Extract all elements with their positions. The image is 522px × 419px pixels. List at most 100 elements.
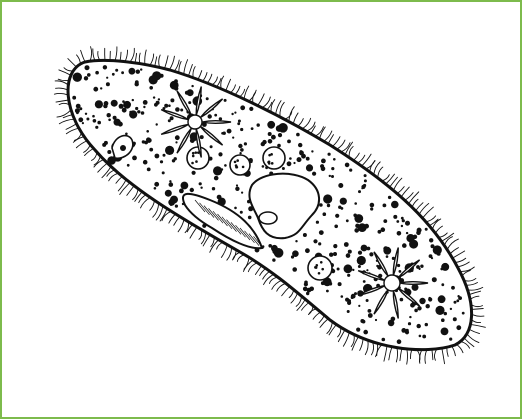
vacuole-particle — [268, 162, 271, 165]
granule — [320, 164, 324, 168]
granule — [255, 248, 260, 253]
granule — [401, 217, 404, 220]
granule — [303, 233, 307, 237]
granule — [119, 104, 124, 109]
granule — [174, 157, 177, 160]
granule — [354, 202, 357, 205]
granule — [200, 135, 204, 139]
granule — [175, 135, 180, 140]
granule — [241, 192, 243, 194]
granule — [192, 171, 196, 175]
granule — [361, 185, 365, 189]
vacuole-particle — [192, 152, 195, 155]
granule — [238, 120, 241, 123]
granule — [333, 252, 337, 256]
vacuole-particle — [234, 161, 237, 164]
cilium — [190, 227, 197, 238]
granule — [200, 187, 202, 189]
granule — [163, 154, 166, 157]
granule — [75, 73, 79, 77]
granule — [143, 100, 148, 105]
cilium — [127, 186, 134, 196]
granule — [458, 296, 462, 300]
granule — [349, 169, 352, 172]
granule — [358, 190, 361, 193]
cilium — [293, 113, 298, 124]
granule — [298, 143, 302, 147]
granule — [218, 198, 226, 206]
granule — [333, 158, 336, 161]
granule — [368, 309, 372, 313]
cilium — [378, 167, 383, 178]
granule — [323, 212, 327, 216]
granule — [393, 215, 397, 219]
granule — [287, 140, 291, 144]
granule — [97, 121, 101, 125]
granule — [306, 164, 313, 171]
granule — [268, 244, 272, 248]
cilium — [55, 81, 68, 85]
granule — [352, 269, 354, 271]
granule — [404, 288, 407, 291]
granule — [417, 306, 421, 310]
cilium — [442, 348, 445, 363]
cilium — [164, 56, 168, 69]
cilium — [313, 312, 321, 319]
cilium — [360, 338, 363, 350]
granule — [297, 157, 302, 162]
cilium — [435, 226, 442, 233]
granule — [368, 313, 373, 318]
granule — [234, 207, 237, 210]
vacuole-particle — [271, 162, 274, 165]
vacuole-center — [384, 275, 400, 291]
cilium — [227, 247, 232, 260]
granule — [143, 106, 145, 108]
granule — [219, 117, 222, 120]
granule — [218, 152, 222, 156]
cilium — [400, 348, 402, 360]
cilium — [135, 192, 142, 202]
granule — [169, 182, 174, 187]
granule — [154, 182, 159, 187]
granule — [93, 87, 98, 92]
cilium — [384, 346, 387, 362]
granule — [401, 225, 403, 227]
granule — [179, 189, 184, 194]
cilium — [174, 60, 179, 71]
granule — [108, 119, 111, 122]
vacuole-center — [188, 115, 202, 129]
granule — [454, 301, 457, 304]
granule — [328, 153, 331, 156]
granule — [323, 194, 332, 203]
granule — [292, 267, 297, 272]
granule — [223, 132, 226, 135]
cilium — [343, 332, 349, 346]
granule — [397, 231, 402, 236]
granule — [347, 310, 350, 313]
cilium — [371, 342, 373, 355]
granule — [182, 203, 184, 205]
granule — [367, 247, 371, 251]
granule — [346, 219, 349, 222]
cilium — [408, 192, 418, 204]
granule — [93, 119, 97, 123]
cilium — [296, 296, 301, 306]
cilium — [66, 128, 79, 134]
granule — [278, 133, 282, 137]
granule — [356, 328, 360, 332]
granule — [375, 319, 377, 321]
vacuole-particle — [194, 151, 197, 154]
vacuole-particle — [191, 162, 194, 165]
cilium — [470, 324, 485, 327]
granule — [262, 140, 266, 144]
granule — [208, 114, 212, 118]
granule — [366, 269, 368, 271]
granule — [344, 264, 353, 273]
cilium — [471, 309, 483, 310]
cilium — [188, 64, 192, 76]
micronucleus — [259, 212, 277, 224]
granule — [353, 214, 357, 218]
granule — [419, 335, 422, 338]
granule — [337, 268, 340, 271]
food-vacuole — [230, 155, 250, 175]
